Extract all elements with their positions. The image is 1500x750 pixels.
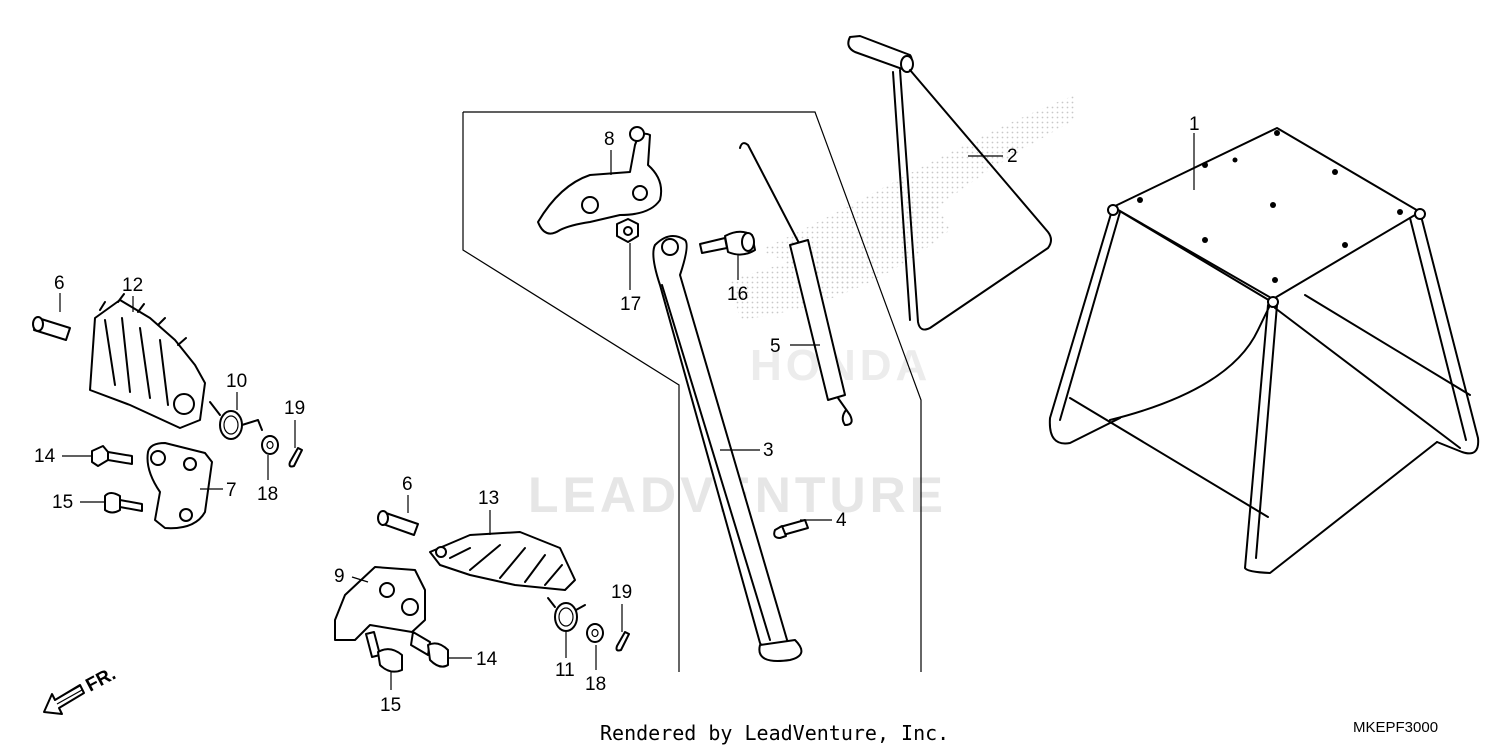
- part-14-bolt-right: [410, 631, 449, 668]
- part-16-collar: [699, 230, 756, 256]
- part-10-spring: [209, 401, 263, 440]
- part-12-footpeg-left: [89, 293, 206, 429]
- callout-6-right: 6: [402, 474, 413, 495]
- callout-1: 1: [1189, 114, 1200, 135]
- callout-labels: 1 2 3 4 5 6 6 7 8 9 10 11 12 13 14 14 15…: [34, 114, 1200, 716]
- part-11-spring: [547, 597, 586, 632]
- callout-19-right: 19: [611, 582, 632, 603]
- callout-2: 2: [1007, 146, 1018, 167]
- callout-16: 16: [727, 284, 748, 305]
- credit-text: Rendered by LeadVenture, Inc.: [600, 721, 949, 745]
- callout-12: 12: [122, 275, 143, 296]
- callout-8: 8: [604, 129, 615, 150]
- front-direction-indicator: FR.: [43, 664, 119, 715]
- part-19-cotter-pin-left: [288, 447, 303, 468]
- leader-lines: [59, 133, 1195, 690]
- callout-18-right: 18: [585, 674, 606, 695]
- callout-11: 11: [555, 660, 575, 681]
- part-19-cotter-pin-right: [615, 631, 630, 652]
- part-5-spring: [739, 142, 853, 426]
- callout-19-left: 19: [284, 398, 305, 419]
- part-17-nut: [616, 218, 639, 243]
- part-15-bolt-left: [104, 492, 143, 514]
- direction-label: FR.: [82, 664, 119, 697]
- callout-13: 13: [478, 488, 499, 509]
- callout-3: 3: [763, 440, 774, 461]
- part-2-triangle-stand: [847, 35, 1052, 331]
- callout-17: 17: [620, 294, 641, 315]
- part-8-bracket: [537, 126, 663, 235]
- watermark-wing-graphic: [760, 95, 1075, 290]
- callout-6-left: 6: [54, 273, 65, 294]
- callout-7: 7: [226, 480, 237, 501]
- part-18-washer-left: [261, 435, 279, 455]
- watermark: HONDA LEADVENTURE: [528, 95, 1075, 523]
- subassembly-outline: [462, 111, 922, 672]
- callout-4: 4: [836, 510, 847, 531]
- callout-15-right: 15: [380, 695, 401, 716]
- part-15-bolt-right: [365, 631, 403, 673]
- part-14-bolt-left: [91, 445, 133, 467]
- part-13-footpeg-right: [429, 531, 576, 591]
- callout-14-left: 14: [34, 446, 56, 467]
- diagram-code: MKEPF3000: [1353, 719, 1438, 736]
- part-6-pin-left: [32, 316, 71, 341]
- callout-5: 5: [770, 336, 781, 357]
- part-6-pin-right: [377, 510, 419, 536]
- part-4-bolt: [773, 519, 809, 539]
- part-7-bracket: [146, 442, 213, 530]
- callout-9: 9: [334, 566, 345, 587]
- callout-15-left: 15: [52, 492, 73, 513]
- part-9-bracket: [334, 566, 426, 641]
- callout-10: 10: [226, 371, 247, 392]
- callout-14-right: 14: [476, 649, 498, 670]
- callout-18-left: 18: [257, 484, 278, 505]
- part-3-side-stand: [652, 235, 803, 662]
- watermark-wing-graphic-lower: [730, 190, 950, 320]
- part-18-washer-right: [586, 623, 604, 643]
- part-1-work-stand: [1048, 127, 1480, 574]
